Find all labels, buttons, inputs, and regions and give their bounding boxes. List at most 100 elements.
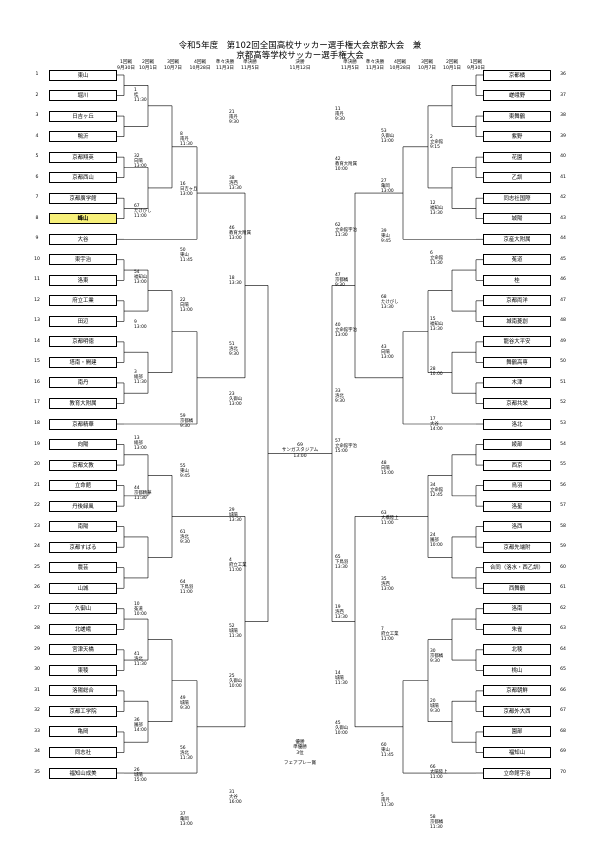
team-box: 洛北 [483, 418, 551, 430]
seed-number: 33 [34, 728, 40, 734]
team-box: 北嵯峨 [49, 623, 117, 635]
team-box: 山城 [49, 582, 117, 594]
seed-number: 1 [35, 72, 39, 77]
seed-number: 49 [560, 338, 566, 344]
seed-number: 25 [34, 564, 40, 570]
team-box: 鳥羽 [483, 480, 551, 492]
seed-number: 36 [560, 72, 566, 77]
seed-number: 48 [560, 318, 566, 324]
seed-number: 16 [34, 379, 40, 385]
seed-number: 35 [34, 770, 40, 776]
team-box: 洛星 [483, 500, 551, 512]
team-box: 同志社国際 [483, 192, 551, 204]
team-box: 向陽 [49, 439, 117, 451]
team-box: 城陽 [483, 213, 551, 225]
seed-number: 53 [560, 421, 566, 426]
seed-number: 21 [34, 482, 40, 488]
team-box: 久御山 [49, 603, 117, 615]
team-box: 朱雀 [483, 623, 551, 635]
page-subtitle: 京都高等学校サッカー選手権大会 [236, 51, 364, 61]
page-title: 令和5年度 第102回全国高校サッカー選手権大会京都大会 兼 [178, 41, 422, 51]
team-box: 園部 [483, 726, 551, 738]
team-box: 東舞鶴 [483, 110, 551, 122]
team-box: 南丹 [49, 377, 117, 389]
seed-number: 5 [35, 154, 39, 160]
team-box: 鴨沂 [49, 131, 117, 143]
team-box: 京都すばる [49, 541, 117, 553]
team-box: 舞鶴高専 [483, 356, 551, 368]
team-box: 京都精華 [49, 418, 117, 430]
seed-number: 11 [34, 277, 40, 283]
fairplay-award-label: フェアプレー賞 [283, 761, 317, 766]
seed-number: 34 [34, 749, 40, 755]
seed-number: 55 [560, 462, 566, 468]
team-box: 福知山 [483, 746, 551, 758]
team-box: 立命館 [49, 480, 117, 492]
seed-number: 56 [560, 482, 566, 488]
team-box: 西舞鶴 [483, 582, 551, 594]
seed-number: 63 [560, 626, 566, 632]
seed-number: 18 [34, 421, 40, 426]
seed-number: 12 [34, 297, 40, 303]
team-box: 田辺 [49, 315, 117, 327]
seed-number: 22 [34, 503, 40, 509]
team-box: 洛南 [483, 603, 551, 615]
seed-number: 61 [560, 585, 566, 591]
seed-number: 8 [35, 215, 39, 221]
seed-number: 38 [560, 113, 566, 119]
team-box: 京都廣学館 [49, 192, 117, 204]
team-box: 菟道 [483, 254, 551, 266]
team-box: 京都橘 [483, 69, 551, 81]
seed-number: 47 [560, 297, 566, 303]
team-box: 教育大附属 [49, 397, 117, 409]
team-box: 城南菱創 [483, 315, 551, 327]
seed-number: 43 [560, 215, 566, 221]
team-box: 合同（洛水・西乙訓） [483, 562, 551, 574]
team-box: 堀川 [49, 90, 117, 102]
seed-number: 3 [35, 113, 39, 119]
team-box: 府立工業 [49, 295, 117, 307]
team-box: 大谷 [49, 233, 117, 245]
team-box: 洛西 [483, 521, 551, 533]
seed-number: 66 [560, 687, 566, 693]
seed-number: 39 [560, 133, 566, 139]
